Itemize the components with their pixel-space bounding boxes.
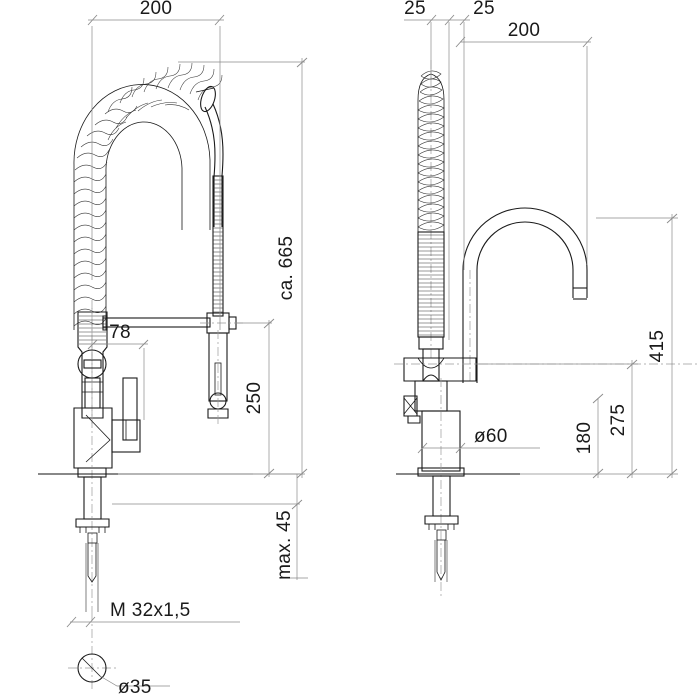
spring-coils-left [73, 105, 138, 327]
right-view-dimensions: 25 25 200 415 275 180 ø60 [404, 0, 678, 479]
spring-inner-envelope [105, 121, 183, 330]
spray-head-knurl [79, 315, 106, 345]
dim-label-78: 78 [109, 322, 131, 343]
right-view-group [394, 60, 700, 596]
hose-ribbed-sleeve [212, 175, 224, 317]
hole-symbol-group [68, 612, 170, 690]
mixer-v-detail [85, 414, 111, 463]
body-neck-right [414, 380, 448, 412]
faucet-body-right [403, 374, 465, 596]
swivel-arm [102, 315, 211, 331]
dim-label-25-right: 25 [473, 0, 495, 19]
faucet-body-left [73, 349, 141, 478]
dim-label-spout-reach-200: 200 [508, 20, 541, 41]
gooseneck-spout [462, 207, 588, 383]
dim-label-thread: M 32x1,5 [110, 600, 191, 621]
swivel-block [403, 357, 477, 382]
dim-label-415: 415 [647, 330, 668, 363]
spring-coils-top [107, 62, 223, 113]
spring-coils-inner-arch [107, 99, 190, 141]
dim-label-reach-200: 200 [140, 0, 173, 19]
dim-label-d60: ø60 [474, 426, 508, 447]
hose-inner-line [204, 106, 216, 227]
dim-label-hole-d35: ø35 [118, 677, 152, 698]
hole-leader-line [99, 675, 170, 687]
mounting-nut [75, 518, 110, 528]
hose-ribs [213, 179, 223, 313]
coil-spring-arch [73, 62, 223, 330]
hole-circle [77, 653, 107, 683]
spout-outer-curve [462, 207, 588, 383]
coil-spring-vertical [417, 60, 445, 382]
lever-handle-bar [122, 377, 138, 441]
mounting-shank-left [75, 476, 110, 612]
dim-label-275: 275 [608, 404, 629, 437]
left-view-dimensions: 200 ca. 665 78 250 max. 45 M 32x1,5 [66, 0, 308, 698]
left-view-group [38, 62, 253, 690]
faucet-body-block [73, 407, 113, 469]
spring-outer-envelope [73, 84, 211, 330]
mounting-shank-right [424, 475, 459, 582]
spout-inner-curve [476, 221, 574, 383]
faucet-neck [84, 377, 101, 409]
dim-label-180: 180 [574, 422, 595, 455]
hose-ferrule-top [195, 85, 216, 113]
dim-label-25-left: 25 [404, 0, 426, 19]
dim-label-max-45: max. 45 [274, 510, 295, 580]
hole-diagonal [81, 657, 103, 679]
dim-label-250: 250 [244, 382, 265, 415]
coil-dense-ribs [418, 234, 444, 336]
threaded-rod-right [436, 540, 446, 581]
dim-label-height-665: ca. 665 [276, 236, 297, 300]
threaded-rod [87, 543, 97, 583]
right-stem-lower [207, 330, 229, 424]
